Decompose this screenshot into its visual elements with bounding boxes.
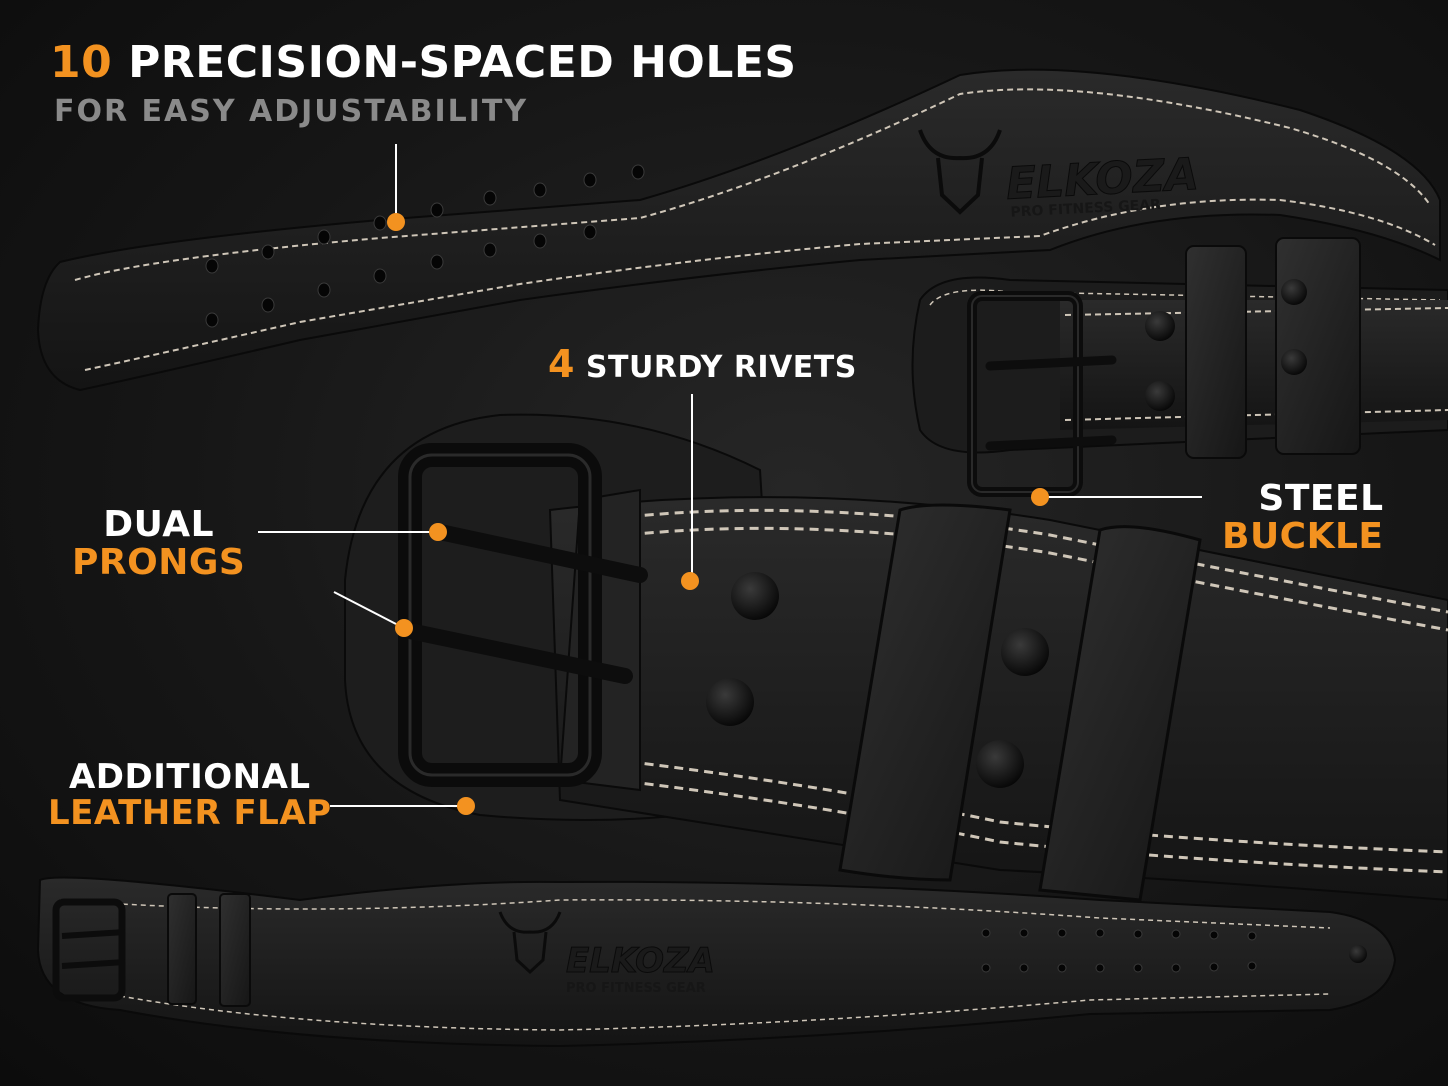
prong-lower	[397, 622, 633, 684]
top-belt: ELKOZA PRO FITNESS GEAR	[36, 68, 1441, 392]
headline: 10 PRECISION-SPACED HOLES	[50, 37, 797, 88]
callout-markers	[258, 144, 1202, 815]
callout-buckle: STEEL BUCKLE	[1222, 480, 1384, 556]
callout-flap-line2: LEATHER FLAP	[48, 792, 332, 833]
headline-subtitle: FOR EASY ADJUSTABILITY	[54, 94, 529, 129]
bottom-belt-bull-skull-icon	[498, 911, 562, 975]
rivets	[706, 572, 1049, 788]
top-belt-brand-name: ELKOZA	[1005, 149, 1200, 210]
callout-prongs-line2: PRONGS	[72, 541, 246, 583]
small-buckle-assembly	[911, 237, 1448, 497]
callout-flap-line1: ADDITIONAL	[68, 757, 311, 797]
bull-skull-icon	[918, 129, 1002, 215]
prong-upper	[432, 524, 648, 583]
headline-text: PRECISION-SPACED HOLES	[128, 37, 797, 88]
main-belt-closeup	[344, 413, 1448, 902]
callout-buckle-line1: STEEL	[1258, 478, 1384, 519]
callout-prongs: DUAL PRONGS	[72, 506, 245, 582]
callout-buckle-line2: BUCKLE	[1222, 515, 1384, 557]
callout-rivets: 4 STURDY RIVETS	[548, 342, 857, 386]
bottom-belt: ELKOZA PRO FITNESS GEAR	[36, 876, 1397, 1048]
top-belt-body	[36, 68, 1441, 392]
callout-rivets-number: 4	[548, 342, 575, 386]
callout-prongs-line1: DUAL	[103, 504, 215, 545]
top-belt-holes	[205, 164, 645, 328]
top-belt-brand-tagline: PRO FITNESS GEAR	[1010, 197, 1161, 221]
callout-rivets-text: STURDY RIVETS	[585, 350, 857, 385]
bottom-belt-brand-tagline: PRO FITNESS GEAR	[566, 981, 706, 996]
callout-flap: ADDITIONAL LEATHER FLAP	[48, 757, 332, 833]
bottom-belt-brand-name: ELKOZA	[566, 941, 715, 981]
headline-number: 10	[50, 37, 113, 88]
